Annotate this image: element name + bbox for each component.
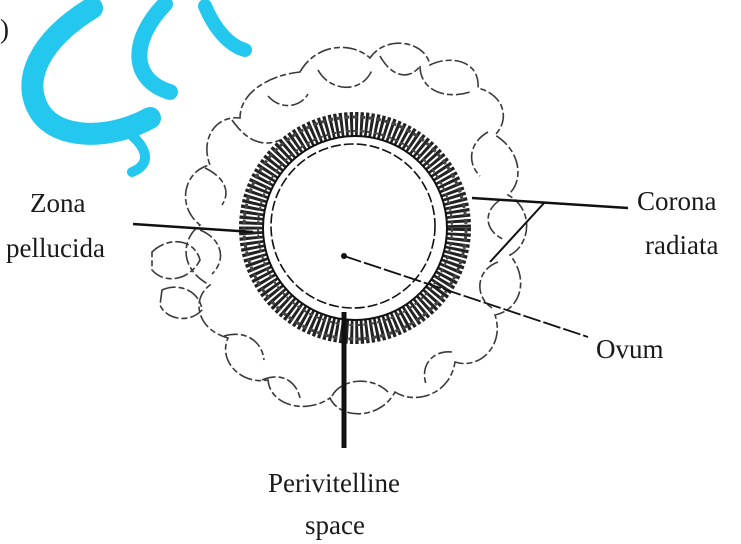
perivitelline-label-line2: space <box>305 510 365 540</box>
watermark-logo <box>32 4 245 172</box>
ovum-cell <box>271 144 435 308</box>
corona-radiata-pointer-branch <box>490 202 545 262</box>
corona-label-line2: radiata <box>645 230 718 260</box>
ovum-label: Ovum <box>596 334 664 364</box>
zona-label-line2: pellucida <box>6 233 105 263</box>
zona-label-line1: Zona <box>30 188 85 218</box>
corner-mark: ) <box>0 14 9 44</box>
corona-label-line1: Corona <box>637 186 717 216</box>
perivitelline-label-line1: Perivitelline <box>268 468 400 498</box>
